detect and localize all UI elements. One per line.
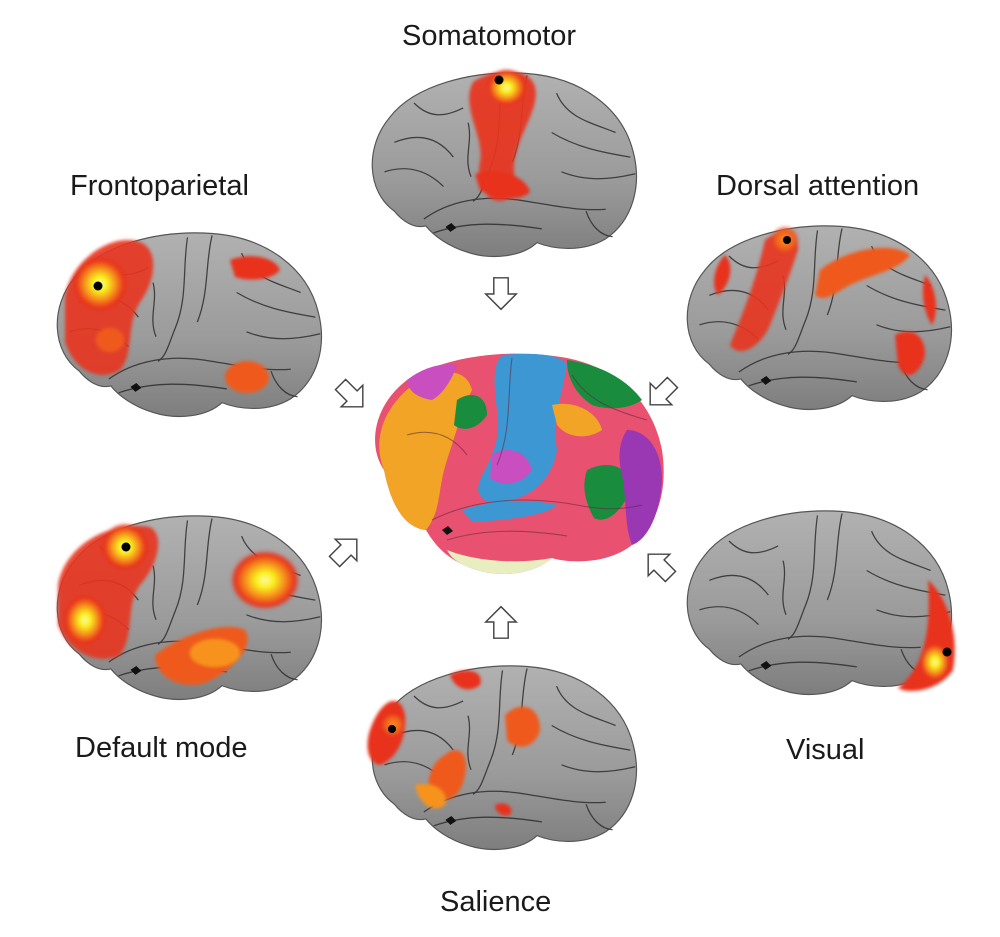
parcel-green-top — [567, 360, 642, 409]
activation-salience — [367, 670, 540, 816]
label-somatomotor: Somatomotor — [402, 20, 577, 52]
label-default-mode: Default mode — [75, 732, 248, 764]
arrow-from-dorsal-attention — [638, 370, 685, 417]
parcel-orange-mid — [552, 403, 602, 437]
seed-dot — [942, 647, 952, 657]
seed-dot — [93, 281, 103, 291]
seed-dot — [121, 542, 131, 552]
brain-frontoparietal — [56, 232, 323, 418]
arrow-from-frontoparietal — [328, 372, 375, 419]
parcel-cream — [447, 550, 552, 575]
parcel-blue-temporal — [462, 500, 557, 522]
parcel-green-front — [454, 395, 487, 429]
brain-somatomotor — [371, 68, 638, 258]
parcel-magenta-mid — [490, 450, 532, 484]
label-salience: Salience — [440, 886, 552, 918]
parcel-magenta — [407, 364, 457, 400]
label-visual: Visual — [786, 734, 865, 766]
arrow-from-salience — [484, 605, 518, 639]
brain-default-mode — [56, 515, 323, 701]
brain-visual — [686, 510, 955, 696]
brain-dorsal-attention — [686, 225, 953, 411]
parcel-green-post — [584, 465, 632, 520]
activation-somatomotor — [469, 68, 536, 202]
brain-parcellation-center — [375, 353, 664, 575]
seed-dot — [388, 725, 396, 733]
parcel-orange — [379, 372, 472, 530]
label-dorsal-attention: Dorsal attention — [716, 170, 920, 202]
parcel-purple — [619, 430, 662, 545]
arrow-from-visual — [636, 542, 683, 589]
seed-dot — [494, 75, 504, 85]
label-frontoparietal: Frontoparietal — [70, 170, 249, 202]
arrow-from-default-mode — [322, 527, 369, 574]
arrow-from-somatomotor — [484, 277, 518, 311]
seed-dot — [783, 236, 791, 244]
brain-salience — [367, 665, 638, 851]
activation-default-mode — [58, 523, 300, 685]
